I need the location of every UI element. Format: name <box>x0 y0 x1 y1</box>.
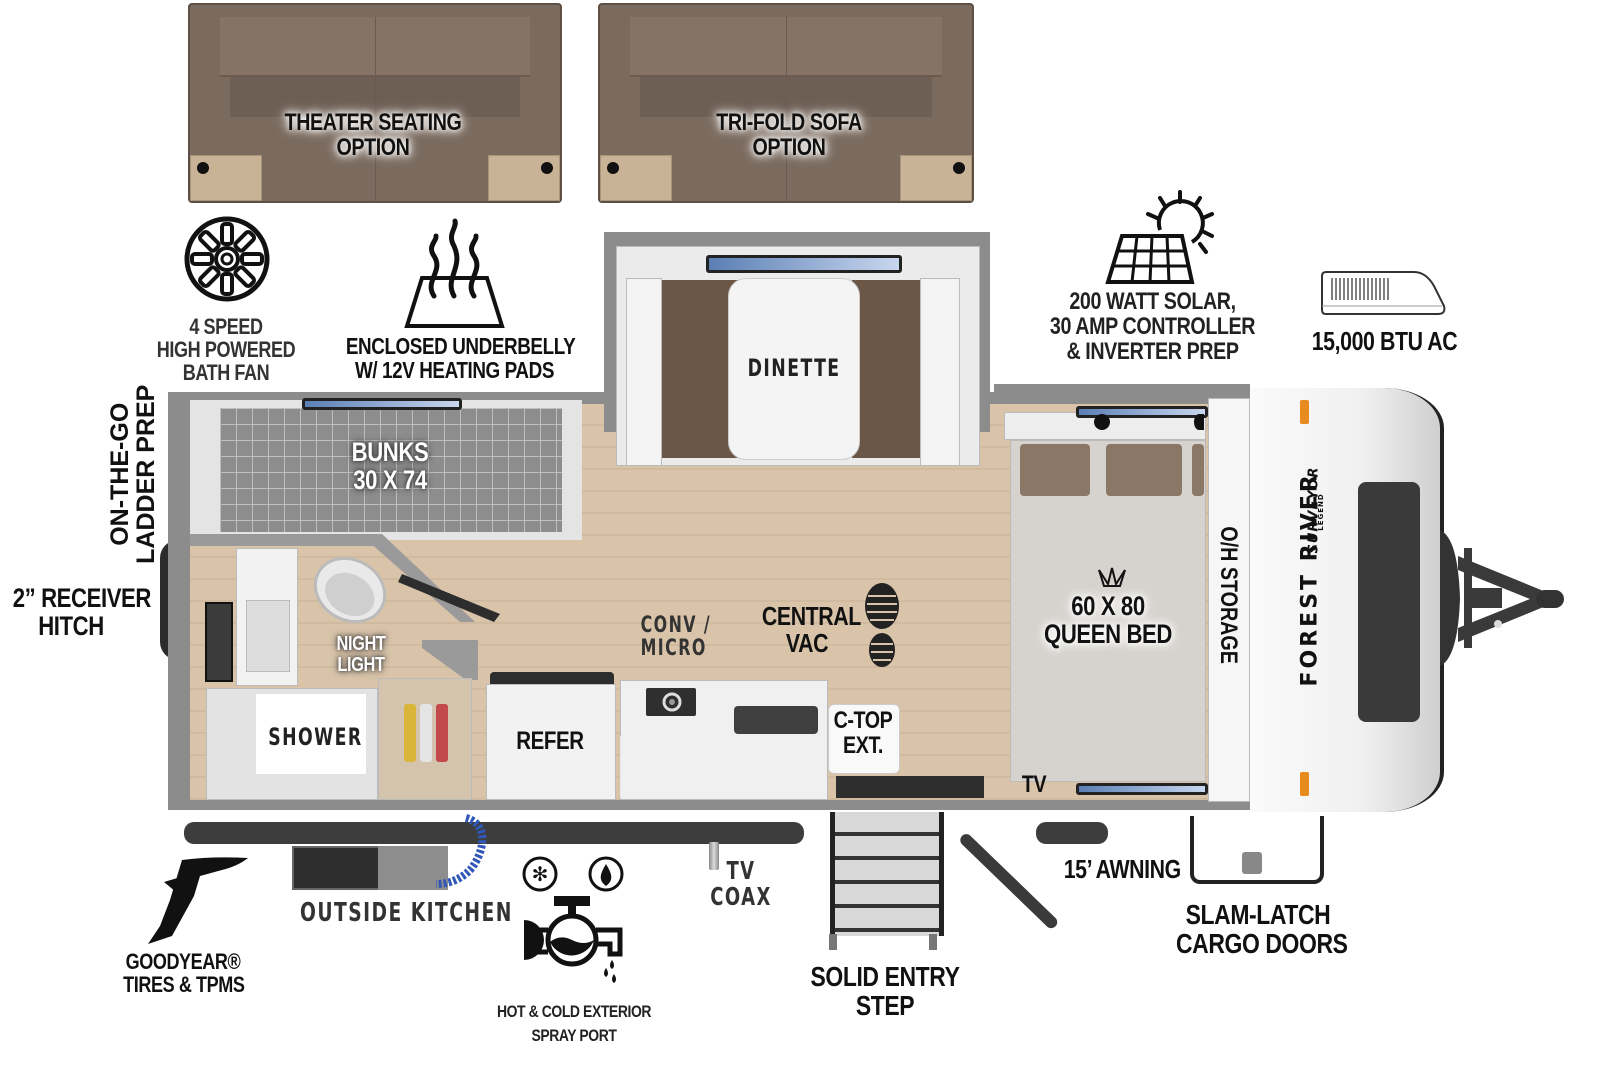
svg-text:✻: ✻ <box>532 862 549 886</box>
night-light-label: NIGHT LIGHT <box>336 633 386 676</box>
bedside-light <box>1094 414 1110 430</box>
dinette-window <box>706 255 902 273</box>
bed-pillow <box>1192 444 1204 496</box>
dinette-label: DINETTE <box>747 354 841 382</box>
fan-icon <box>184 216 270 302</box>
bunks-label: BUNKS 30 X 74 <box>351 437 429 496</box>
tv-coax-label: TV COAX <box>710 856 772 912</box>
solar-panel-icon <box>1105 190 1214 284</box>
toilet-icon <box>313 556 387 624</box>
conv-micro-label: CONV / MICRO <box>640 613 712 662</box>
frame-rail <box>184 822 804 844</box>
sofa-armrest-left <box>190 155 262 201</box>
entry-door-mat <box>836 776 984 798</box>
ladder-prep-label: ON-THE-GO LADDER PREP <box>105 384 160 564</box>
slam-latch-handle[interactable] <box>1242 852 1262 874</box>
bath-diagonal-wall <box>360 534 500 680</box>
underbelly-label: ENCLOSED UNDERBELLY W/ 12V HEATING PADS <box>345 333 576 384</box>
oh-storage-label: O/H STORAGE <box>1215 526 1242 664</box>
sofa-armrest-left <box>600 155 672 201</box>
towel-hooks <box>404 704 416 762</box>
dinette-bench-right <box>852 280 920 458</box>
awning-label: 15’ AWNING <box>1063 854 1182 884</box>
burner-icon <box>662 692 682 712</box>
spray-port-label: HOT & COLD EXTERIOR SPRAY PORT <box>496 1002 652 1045</box>
central-vac-label: CENTRAL VAC <box>761 601 861 659</box>
sofa-seam <box>375 17 376 201</box>
shower-label: SHOWER <box>268 723 363 751</box>
marker-light-bottom <box>1300 772 1309 796</box>
tri-fold-sofa-option <box>598 3 974 203</box>
bedside-light <box>1194 414 1204 430</box>
sofa-seam <box>786 17 787 201</box>
dinette-seat-back-left <box>626 278 662 466</box>
awning-arm <box>957 831 1060 931</box>
bed-pillow <box>1020 444 1090 496</box>
outside-kitchen-unit <box>292 846 380 890</box>
bath-mirror <box>205 602 233 682</box>
queen-bed <box>1010 440 1206 782</box>
bath-fan-label: 4 SPEED HIGH POWERED BATH FAN <box>156 314 296 386</box>
faucet-icon: ✻ <box>522 856 624 983</box>
tv-label: TV <box>1021 771 1047 798</box>
cargo-doors-label: SLAM-LATCH CARGO DOORS <box>1176 899 1348 960</box>
counter-cover <box>620 736 826 798</box>
bunk-mattress <box>220 408 562 532</box>
goodyear-label: GOODYEAR® TIRES & TPMS <box>123 949 245 998</box>
towel-hooks <box>420 704 432 762</box>
bedroom-wall-top <box>994 384 1250 402</box>
bed-pillow <box>1106 444 1182 496</box>
bedroom-window-front <box>1076 406 1208 418</box>
step-foot-right <box>929 934 937 950</box>
crown-icon <box>1098 567 1126 587</box>
sofa-armrest-right <box>488 155 560 201</box>
receiver-hitch-label: 2” RECEIVER HITCH <box>12 583 152 642</box>
front-window <box>1358 482 1420 722</box>
bunk-window <box>302 398 462 410</box>
outside-kitchen-label: OUTSIDE KITCHEN <box>300 898 513 928</box>
legend-logo: LEGEND <box>1317 493 1325 531</box>
step-foot-left <box>829 934 837 950</box>
shower-pan <box>256 694 366 774</box>
coax-connector <box>709 842 719 870</box>
dinette-seat-back-right <box>920 278 960 466</box>
winged-foot-icon <box>148 857 248 944</box>
frame-rail-front <box>1036 822 1108 844</box>
entry-step-label: SOLID ENTRY STEP <box>810 961 960 1022</box>
c-top-extension[interactable] <box>828 704 900 774</box>
bath-sink <box>246 600 290 672</box>
refer-top <box>490 672 614 686</box>
dinette-table <box>728 278 860 460</box>
overhead-storage <box>1208 398 1250 802</box>
trailer-tongue <box>1440 530 1564 666</box>
marker-light-top <box>1300 400 1309 424</box>
kitchen-sink <box>734 706 818 734</box>
refer-label: REFER <box>516 727 584 755</box>
c-top-label: C-TOP EXT. <box>833 707 893 760</box>
towel-hooks <box>436 704 448 762</box>
ac-label: 15,000 BTU AC <box>1311 326 1458 356</box>
ac-unit-icon <box>1321 271 1446 315</box>
queen-bed-label: 60 X 80 QUEEN BED <box>1044 591 1172 650</box>
solar-label: 200 WATT SOLAR, 30 AMP CONTROLLER & INVE… <box>1049 288 1256 366</box>
sofa-armrest-right <box>900 155 972 201</box>
entry-step[interactable] <box>830 812 944 936</box>
bath-wall-top <box>190 534 380 546</box>
theater-seating-option <box>188 3 562 203</box>
heat-pad-icon <box>404 218 505 328</box>
refer <box>486 684 616 800</box>
bedroom-window-side <box>1076 783 1208 795</box>
hose-icon <box>435 814 487 888</box>
boot-print-icon <box>865 583 899 667</box>
